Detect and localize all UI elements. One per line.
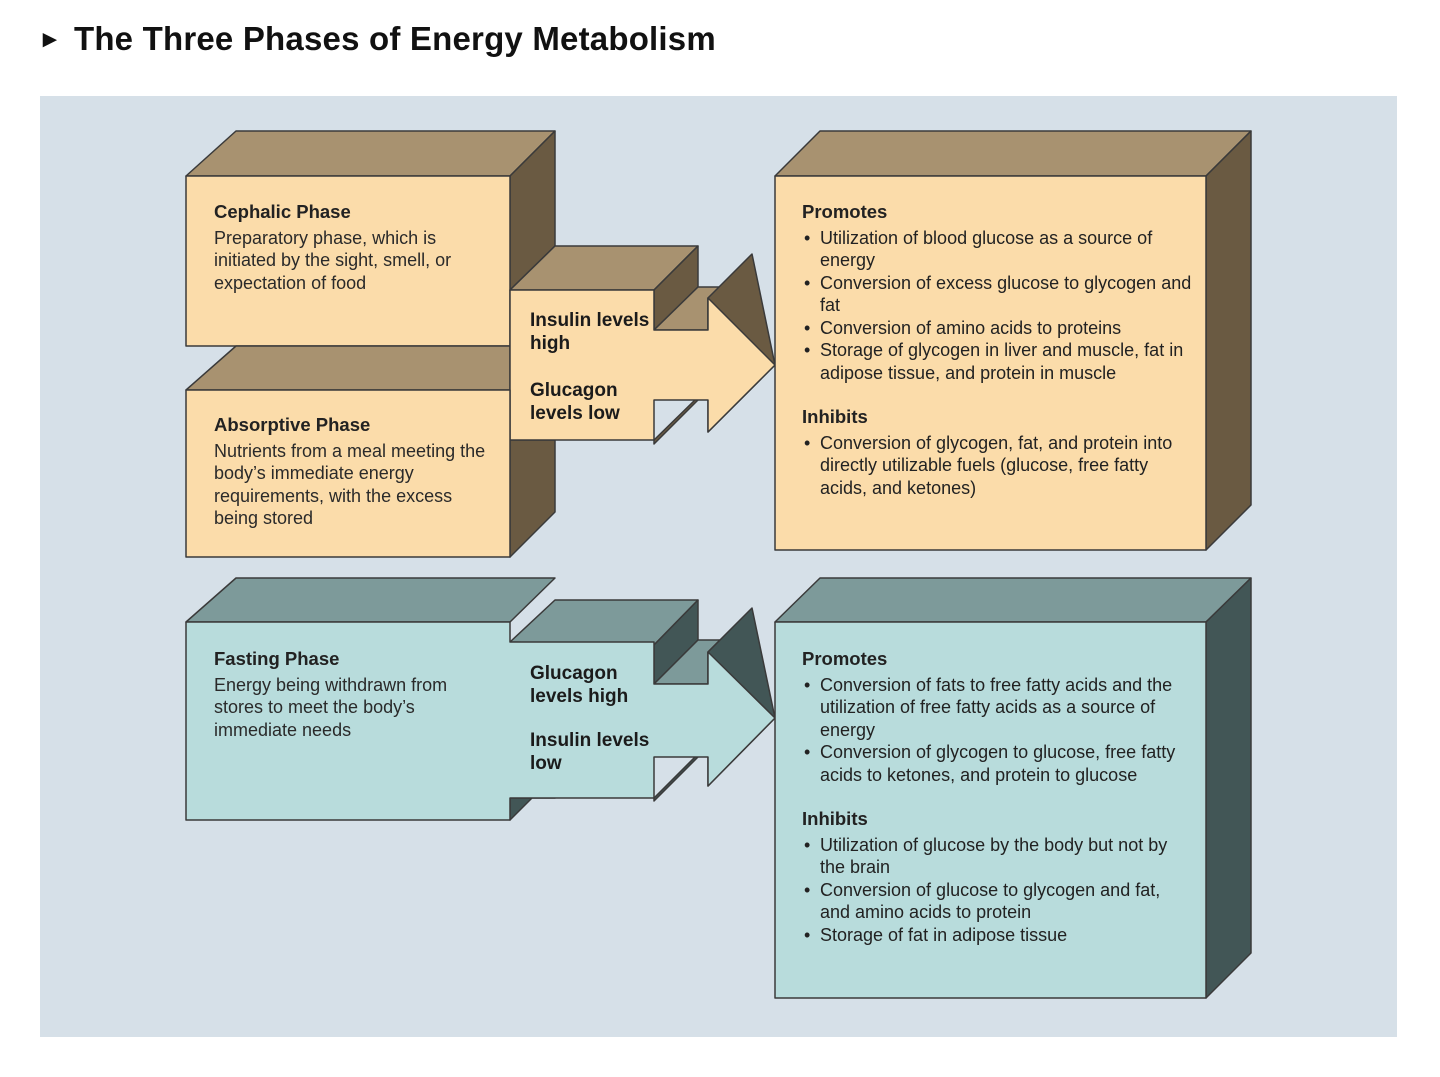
fed-effects-box-side <box>1205 130 1252 551</box>
cephalic-box-top <box>185 130 556 177</box>
absorptive-description: Nutrients from a meal meeting the body’s… <box>214 440 486 529</box>
fasting-description: Energy being withdrawn from stores to me… <box>214 674 448 740</box>
fasting-inhibits-item: Storage of fat in adipose tissue <box>802 924 1192 947</box>
absorptive-heading: Absorptive Phase <box>214 414 371 435</box>
fed-inhibits-heading: Inhibits <box>802 406 868 427</box>
fasting-promotes-item: Conversion of fats to free fatty acids a… <box>802 674 1192 742</box>
fasting-heading: Fasting Phase <box>214 648 340 669</box>
fasting-box-face <box>185 621 776 821</box>
page-title: ► The Three Phases of Energy Metabolism <box>38 20 716 58</box>
fed-arrow-label-1: Insulin levels high <box>530 310 650 354</box>
fasting-box-top <box>185 577 556 623</box>
fed-promotes-item: Conversion of amino acids to proteins <box>802 317 1192 340</box>
fasting-inhibits-item: Conversion of glucose to glycogen and fa… <box>802 879 1192 924</box>
absorptive-box-side <box>509 439 556 558</box>
fed-promotes-heading: Promotes <box>802 201 888 222</box>
fed-promotes-item: Storage of glycogen in liver and muscle,… <box>802 339 1192 384</box>
fasting-arrow-label-1: Glucagon levels high <box>530 663 629 707</box>
fasting-arrow-lower-side <box>653 753 699 802</box>
fasting-promotes-heading: Promotes <box>802 648 888 669</box>
fasting-inhibits-heading: Inhibits <box>802 808 868 829</box>
fasting-text: Fasting Phase Energy being withdrawn fro… <box>214 648 499 741</box>
fed-promotes-item: Conversion of excess glucose to glycogen… <box>802 272 1192 317</box>
absorptive-text: Absorptive Phase Nutrients from a meal m… <box>214 414 499 530</box>
title-text: The Three Phases of Energy Metabolism <box>73 20 716 57</box>
fed-arrow-face <box>509 289 776 441</box>
fed-arrow-lower-side <box>653 396 699 445</box>
triangle-marker-icon: ► <box>38 26 62 53</box>
fed-effects-box-top <box>774 130 1252 177</box>
fed-inhibits-item: Conversion of glycogen, fat, and protein… <box>802 432 1192 500</box>
absorptive-box-top <box>185 345 511 391</box>
fasting-effects-text: Promotes Conversion of fats to free fatt… <box>802 648 1192 946</box>
fasting-arrow-label-2: Insulin levels low <box>530 730 650 774</box>
fasting-promotes-item: Conversion of glycogen to glucose, free … <box>802 741 1192 786</box>
fed-promotes-item: Utilization of blood glucose as a source… <box>802 227 1192 272</box>
fed-effects-text: Promotes Utilization of blood glucose as… <box>802 201 1192 499</box>
fed-arrow-label-2: Glucagon levels low <box>530 380 620 424</box>
absorptive-box-face <box>185 389 511 558</box>
fasting-inhibits-item: Utilization of glucose by the body but n… <box>802 834 1192 879</box>
fasting-effects-box-side <box>1205 577 1252 999</box>
cephalic-text: Cephalic Phase Preparatory phase, which … <box>214 201 499 294</box>
fasting-effects-box-top <box>774 577 1252 623</box>
cephalic-heading: Cephalic Phase <box>214 201 351 222</box>
cephalic-description: Preparatory phase, which is initiated by… <box>214 227 452 293</box>
